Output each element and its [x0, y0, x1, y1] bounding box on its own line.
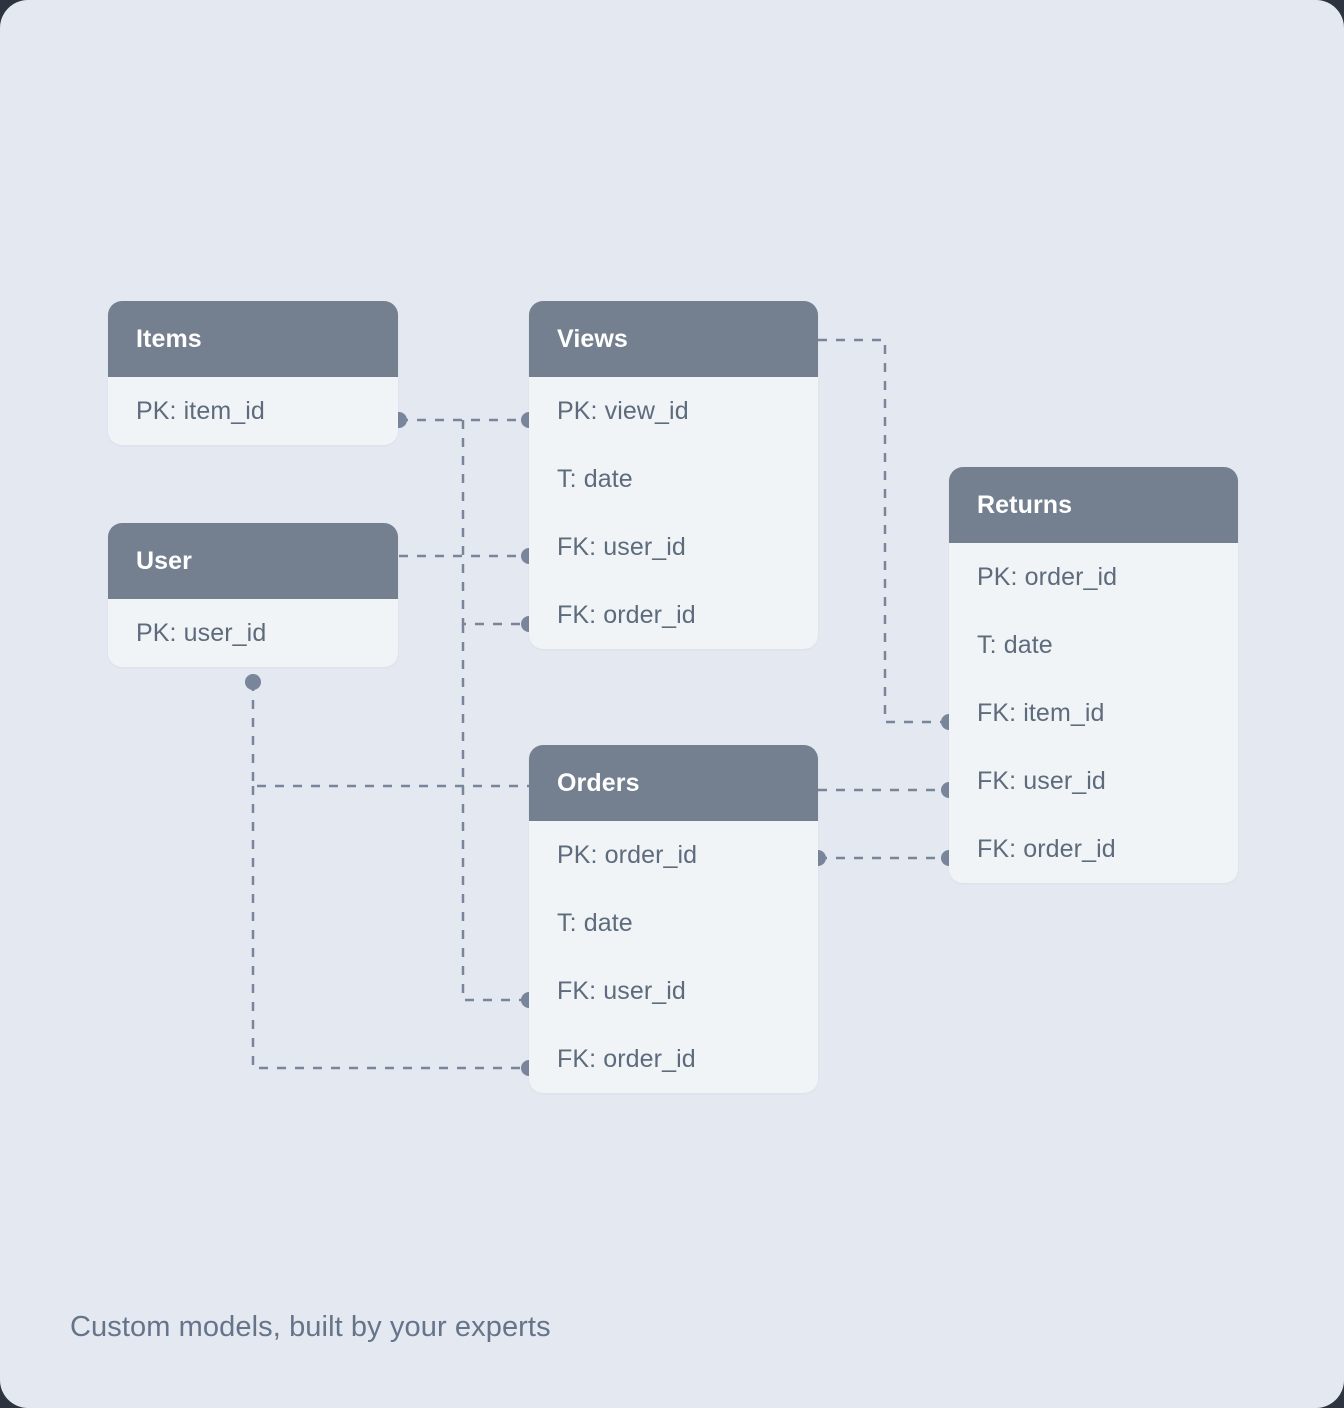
table-field-row[interactable]: PK: view_id [557, 396, 689, 425]
table-field-row[interactable]: T: date [557, 464, 633, 493]
relationship-line[interactable] [251, 682, 529, 788]
relationship-line[interactable] [251, 786, 529, 1070]
table-field-row[interactable]: FK: order_id [557, 1044, 696, 1073]
table-header-user[interactable]: User [108, 523, 398, 599]
table-title: Orders [557, 768, 640, 797]
table-field-row[interactable]: PK: item_id [136, 396, 265, 425]
table-field-row[interactable]: FK: item_id [977, 698, 1105, 727]
table-title: Views [557, 324, 628, 353]
table-header-items[interactable]: Items [108, 301, 398, 377]
page-caption: Custom models, built by your experts [70, 1311, 551, 1343]
table-field-row[interactable]: FK: user_id [557, 532, 686, 561]
table-field-row[interactable]: FK: user_id [557, 976, 686, 1005]
table-field-row[interactable]: FK: order_id [977, 834, 1116, 863]
table-fields-user: PK: user_id [108, 599, 398, 667]
relationship-line[interactable] [461, 624, 529, 1002]
table-field-row[interactable]: T: date [557, 908, 633, 937]
table-title: Returns [977, 490, 1073, 519]
table-field-row[interactable]: FK: order_id [557, 600, 696, 629]
table-field-row[interactable]: PK: order_id [557, 840, 698, 869]
table-title: Items [136, 324, 202, 353]
table-field-row[interactable]: PK: user_id [136, 618, 267, 647]
table-field-row[interactable]: PK: order_id [977, 562, 1118, 591]
table-header-returns[interactable]: Returns [949, 467, 1238, 543]
table-header-views[interactable]: Views [529, 301, 818, 377]
table-field-row[interactable]: T: date [977, 630, 1053, 659]
relationship-line[interactable] [461, 420, 529, 626]
table-field-row[interactable]: FK: user_id [977, 766, 1106, 795]
relationship-line[interactable] [818, 338, 949, 724]
table-fields-items: PK: item_id [108, 377, 398, 445]
relationship-endpoint-dot[interactable] [245, 674, 261, 690]
table-title: User [136, 546, 192, 575]
table-header-orders[interactable]: Orders [529, 745, 818, 821]
